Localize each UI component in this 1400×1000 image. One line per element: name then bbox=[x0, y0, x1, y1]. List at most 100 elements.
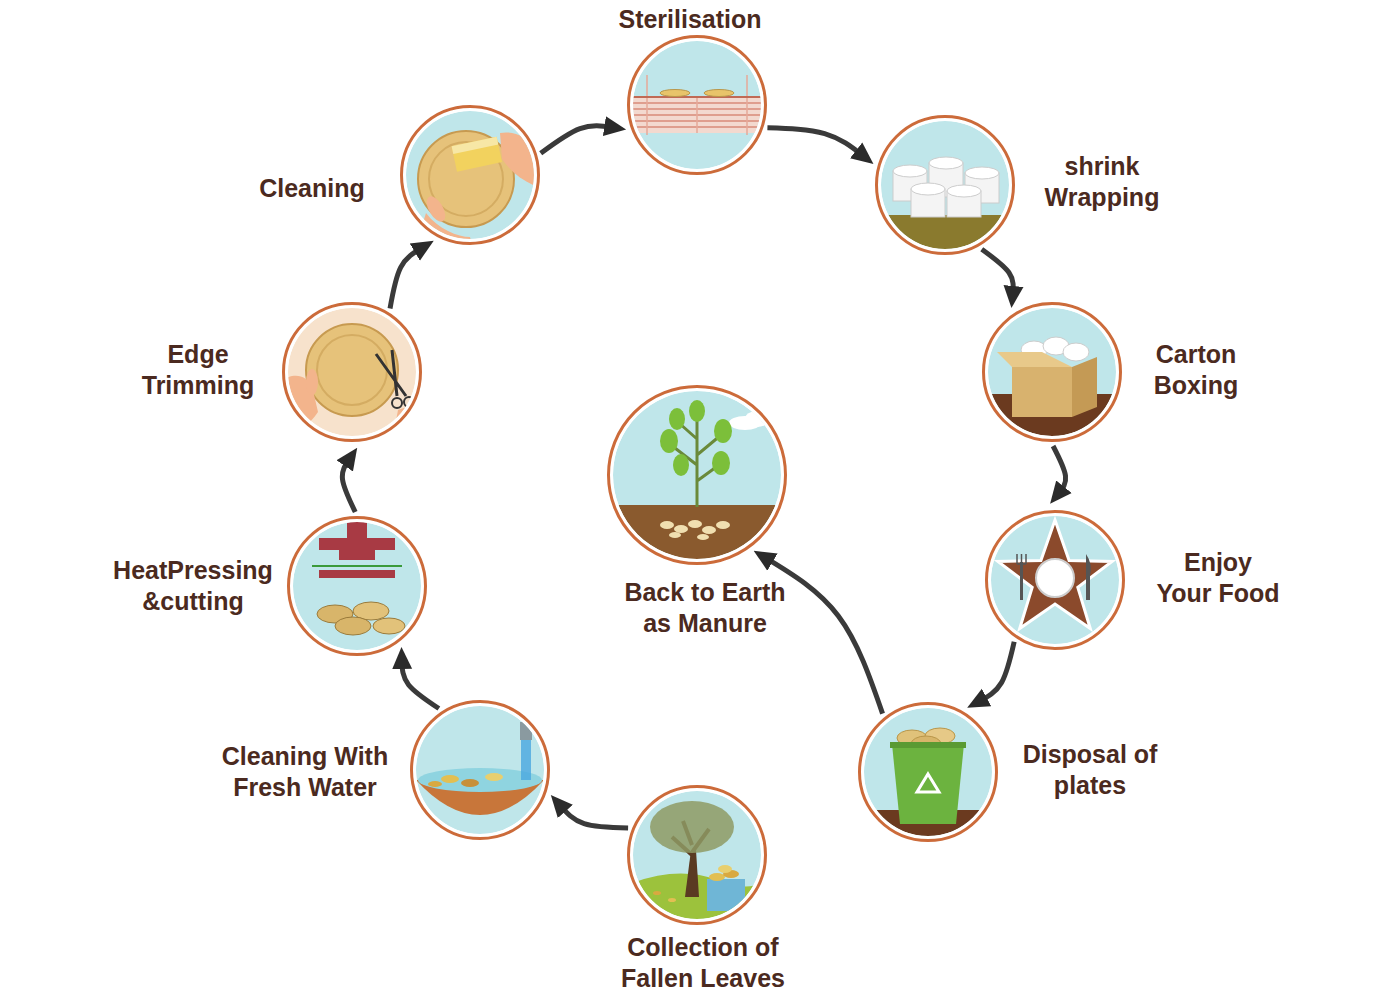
pressed-plate bbox=[373, 618, 405, 634]
process-step-circle: shrink Wrapping bbox=[875, 115, 1015, 255]
scissors bbox=[376, 350, 406, 396]
disposal-picture bbox=[858, 702, 998, 842]
seed bbox=[697, 534, 709, 540]
step-label: HeatPressing &cutting bbox=[93, 555, 293, 618]
flow-arrow bbox=[767, 128, 862, 156]
picture-area bbox=[982, 302, 1122, 442]
seed bbox=[660, 521, 674, 529]
tree-leaf bbox=[712, 451, 730, 475]
sky bbox=[400, 105, 540, 245]
step-label: shrink Wrapping bbox=[1022, 151, 1182, 214]
white-ring bbox=[862, 706, 994, 838]
leaf bbox=[441, 775, 459, 783]
pressed-plate bbox=[335, 617, 371, 635]
process-step-circle: HeatPressing &cutting bbox=[287, 516, 427, 656]
step-name: Disposal of plates bbox=[1000, 739, 1180, 802]
seed bbox=[669, 532, 681, 538]
plate bbox=[660, 90, 690, 97]
step-label: Enjoy Your Food bbox=[1154, 547, 1282, 610]
star bbox=[998, 520, 1112, 629]
sterilisation-picture bbox=[627, 35, 767, 175]
fork-tines bbox=[1017, 554, 1026, 564]
tree-leaf bbox=[714, 419, 732, 443]
process-step-circle: Cleaning With Fresh Water bbox=[410, 700, 550, 840]
circle-outline bbox=[400, 105, 540, 245]
stack-top bbox=[929, 157, 963, 169]
circle-border bbox=[402, 107, 539, 244]
sponge bbox=[452, 137, 502, 172]
process-step-circle: Carton Boxing bbox=[982, 302, 1122, 442]
process-step-circle: Collection of Fallen Leaves bbox=[627, 785, 767, 925]
step-label: Cleaning bbox=[232, 173, 392, 204]
plate-rim bbox=[317, 335, 387, 405]
step-name: Cleaning bbox=[232, 173, 392, 204]
step-name: Sterilisation bbox=[580, 4, 800, 35]
rack-posts bbox=[647, 75, 747, 135]
circle-outline bbox=[410, 700, 550, 840]
plate-stack bbox=[1063, 343, 1089, 361]
circle-border bbox=[860, 704, 997, 841]
white-ring bbox=[879, 119, 1011, 251]
sponge-top bbox=[452, 137, 499, 154]
leaf-plate bbox=[418, 131, 514, 227]
leaf bbox=[485, 773, 503, 781]
white-ring bbox=[404, 109, 536, 241]
connector-group bbox=[342, 126, 1065, 828]
circle-border bbox=[984, 304, 1121, 441]
process-step-circle: Disposal of plates bbox=[858, 702, 998, 842]
stack-top bbox=[965, 167, 999, 179]
circle-outline bbox=[875, 115, 1015, 255]
seed bbox=[688, 520, 702, 528]
flow-arrow bbox=[342, 459, 355, 512]
circle-outline bbox=[282, 302, 422, 442]
thumb bbox=[423, 193, 449, 224]
leaf bbox=[461, 779, 479, 787]
step-label: Sterilisation bbox=[580, 4, 800, 35]
step-label: Back to Earth as Manure bbox=[613, 577, 798, 640]
step-name: Carton Boxing bbox=[1131, 339, 1261, 402]
circle-border bbox=[629, 37, 766, 174]
water-stream bbox=[521, 740, 531, 780]
thumb bbox=[306, 369, 318, 395]
picture-area bbox=[400, 105, 540, 245]
tree-leaf bbox=[689, 400, 705, 422]
circle-outline bbox=[607, 385, 787, 565]
step-name: Back to Earth as Manure bbox=[613, 577, 798, 640]
tree-leaf bbox=[673, 454, 689, 476]
leaf bbox=[709, 873, 725, 881]
press-picture bbox=[287, 516, 427, 656]
process-step-circle: Cleaning bbox=[400, 105, 540, 245]
flow-arrow bbox=[982, 249, 1013, 294]
circle-border bbox=[987, 512, 1124, 649]
press-die bbox=[339, 550, 375, 560]
step-label: Carton Boxing bbox=[1131, 339, 1261, 402]
seed bbox=[702, 526, 716, 534]
step-name: HeatPressing &cutting bbox=[93, 555, 293, 618]
seed bbox=[674, 525, 688, 533]
tree-leaf bbox=[669, 408, 685, 430]
seed bbox=[716, 521, 730, 529]
picture-area bbox=[858, 702, 998, 842]
circle-outline bbox=[627, 35, 767, 175]
cleaning-picture bbox=[400, 105, 540, 245]
circle-outline bbox=[287, 516, 427, 656]
tree-crown bbox=[650, 801, 734, 853]
sky bbox=[985, 510, 1125, 650]
step-label: Edge Trimming bbox=[123, 339, 273, 402]
sky bbox=[982, 302, 1122, 442]
leaf bbox=[668, 898, 676, 902]
leaf bbox=[718, 865, 732, 873]
sky bbox=[410, 700, 550, 840]
picture-area bbox=[985, 510, 1125, 650]
leaf bbox=[653, 891, 661, 895]
sky bbox=[627, 35, 767, 175]
box-front bbox=[1012, 367, 1072, 417]
picture-area bbox=[410, 700, 550, 840]
flow-arrow bbox=[390, 248, 422, 309]
sponge-body bbox=[452, 137, 502, 172]
circle-outline bbox=[985, 510, 1125, 650]
background bbox=[282, 302, 422, 442]
plate bbox=[1036, 559, 1074, 597]
bin-rim bbox=[890, 742, 966, 748]
